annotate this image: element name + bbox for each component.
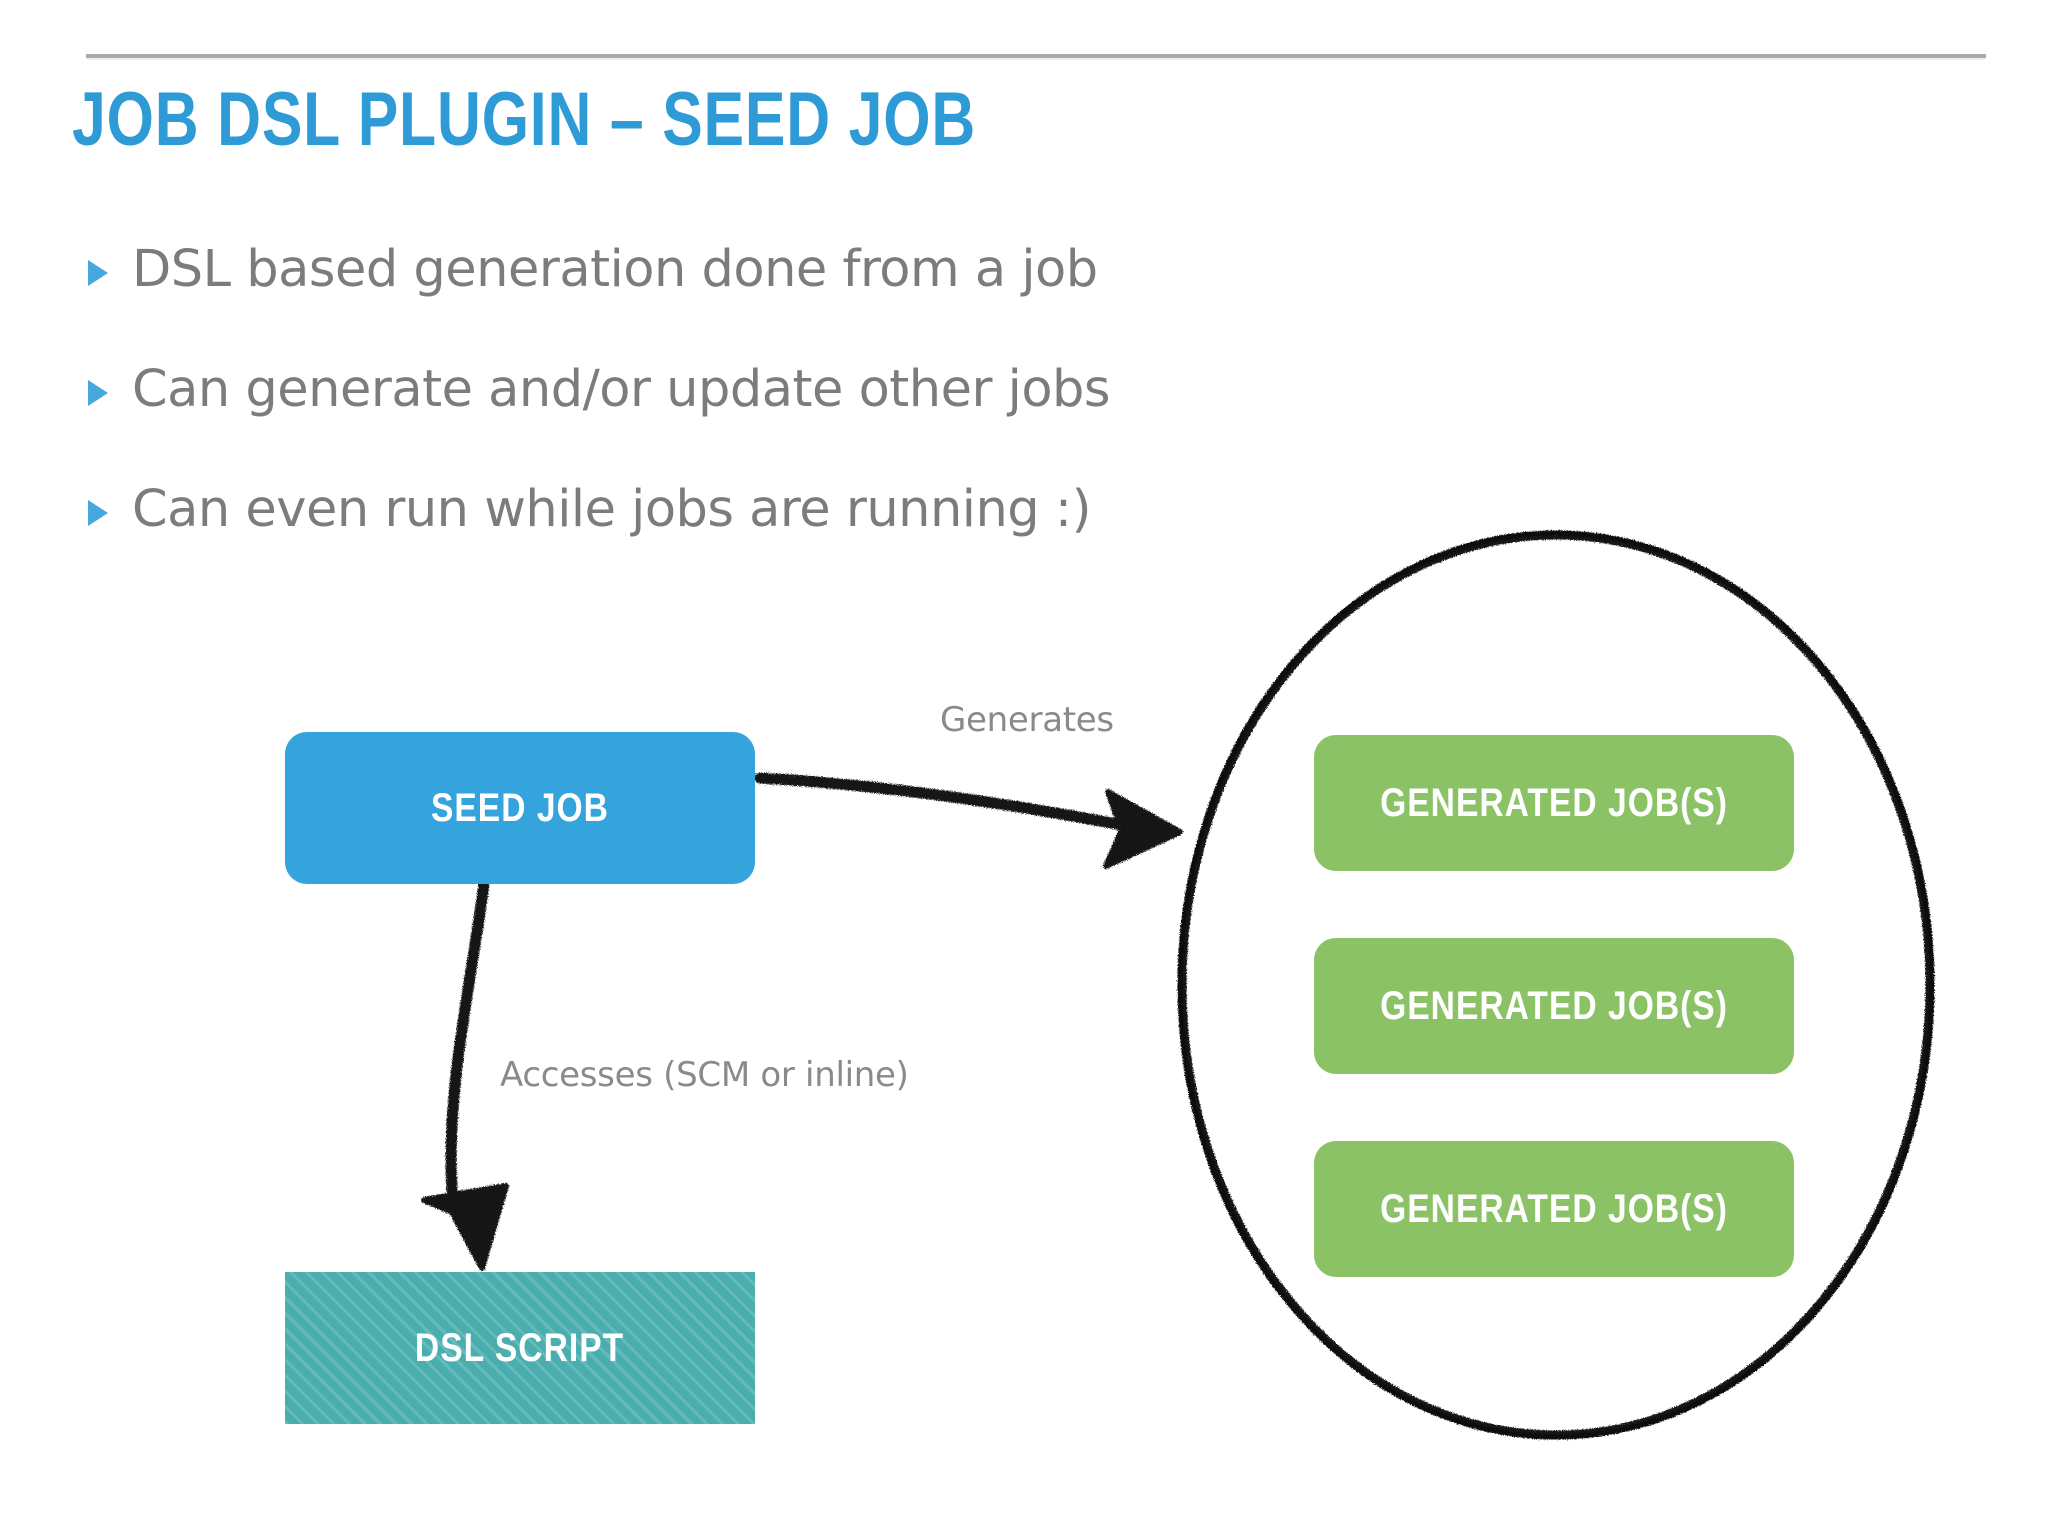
list-item: Can even run while jobs are running :) bbox=[80, 480, 1340, 542]
list-item: DSL based generation done from a job bbox=[80, 240, 1340, 302]
bullet-list: DSL based generation done from a job Can… bbox=[80, 240, 1340, 600]
bullet-label: Can generate and/or update other jobs bbox=[132, 360, 1110, 419]
node-seed-job-label: SEED JOB bbox=[430, 785, 609, 830]
bullet-label: DSL based generation done from a job bbox=[132, 240, 1098, 299]
header-divider bbox=[86, 54, 1986, 60]
node-generated-job-label: GENERATED JOB(S) bbox=[1380, 1186, 1728, 1231]
node-generated-job-label: GENERATED JOB(S) bbox=[1380, 983, 1728, 1028]
node-generated-job[interactable]: GENERATED JOB(S) bbox=[1314, 735, 1794, 871]
triangle-right-icon bbox=[80, 240, 110, 302]
accesses-arrow-icon bbox=[421, 878, 509, 1271]
edge-label-generates: Generates bbox=[940, 700, 1114, 740]
page-title: JOB DSL PLUGIN – SEED JOB bbox=[72, 77, 977, 162]
triangle-right-icon bbox=[80, 360, 110, 422]
list-item: Can generate and/or update other jobs bbox=[80, 360, 1340, 422]
node-generated-job[interactable]: GENERATED JOB(S) bbox=[1314, 938, 1794, 1074]
bullet-label: Can even run while jobs are running :) bbox=[132, 480, 1091, 539]
node-dsl-script[interactable]: DSL SCRIPT bbox=[285, 1272, 755, 1424]
node-seed-job[interactable]: SEED JOB bbox=[285, 732, 755, 884]
grouping-ellipse-icon bbox=[1177, 530, 1935, 1440]
node-generated-job-label: GENERATED JOB(S) bbox=[1380, 780, 1728, 825]
triangle-right-icon bbox=[80, 480, 110, 542]
generates-arrow-icon bbox=[754, 772, 1183, 869]
edge-label-accesses: Accesses (SCM or inline) bbox=[500, 1055, 909, 1095]
node-generated-job[interactable]: GENERATED JOB(S) bbox=[1314, 1141, 1794, 1277]
node-dsl-script-label: DSL SCRIPT bbox=[415, 1325, 625, 1370]
